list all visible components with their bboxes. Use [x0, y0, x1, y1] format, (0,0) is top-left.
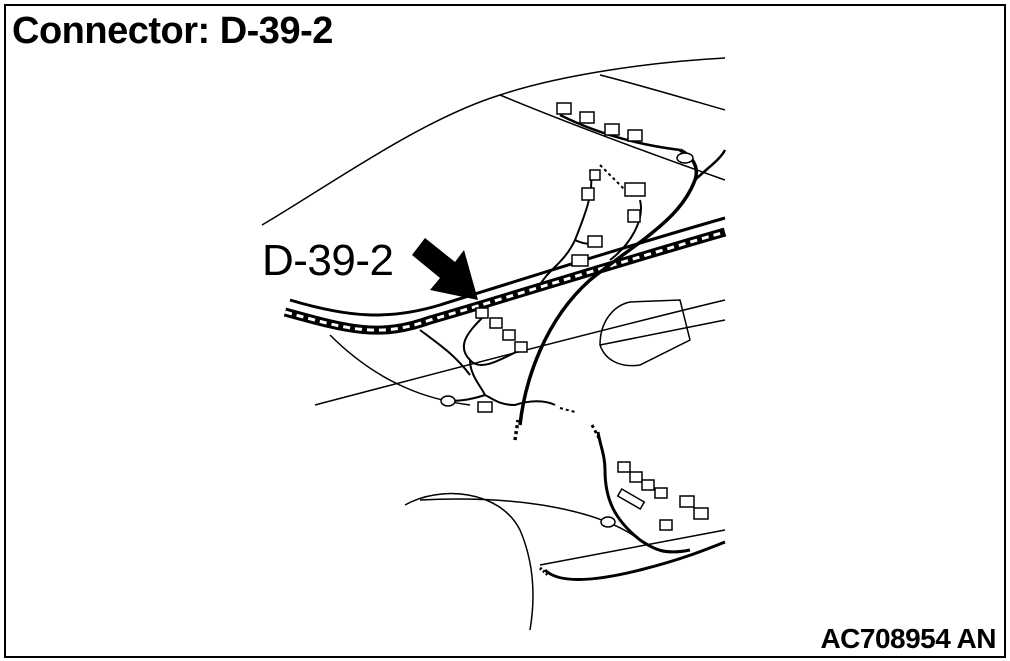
body-outline [261, 57, 726, 631]
callout-arrow [412, 238, 478, 300]
connector-cluster-upper [440, 102, 694, 413]
lower-dashes [590, 424, 602, 441]
figure-id: AC708954 AN [820, 623, 996, 654]
connector-cluster-lower [600, 461, 709, 531]
lower-harness [539, 431, 726, 581]
connector-callout-label: D-39-2 [262, 236, 394, 285]
diagram-title: Connector: D-39-2 [12, 10, 333, 52]
vertical-harness [513, 113, 727, 441]
